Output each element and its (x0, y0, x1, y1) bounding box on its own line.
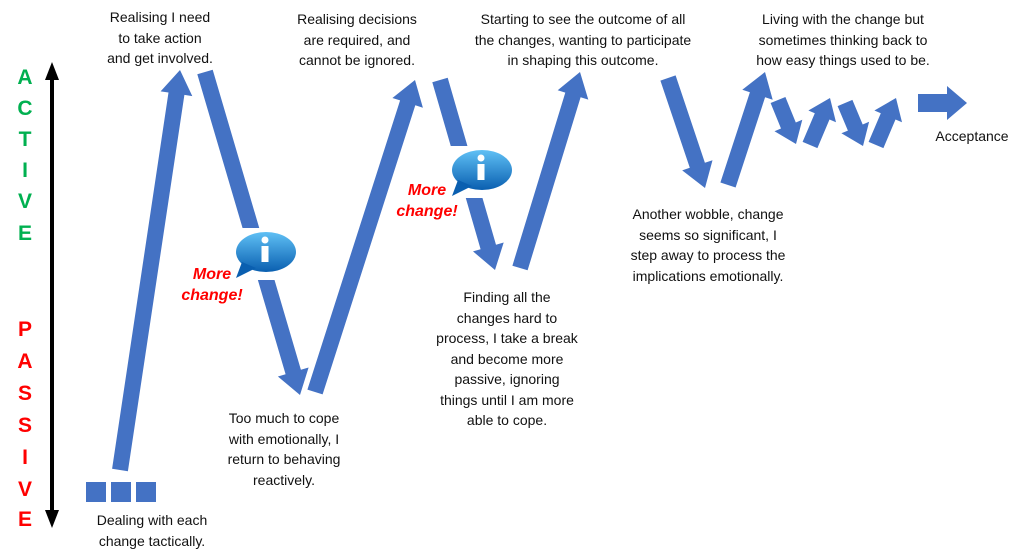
progress-arrow (770, 97, 803, 144)
tactical-square (136, 482, 156, 502)
tactical-square (86, 482, 106, 502)
stage-acceptance: Acceptance (935, 128, 1009, 144)
progress-arrow (307, 80, 423, 395)
info-bubble-2 (448, 146, 516, 198)
line: Realising I need (109, 9, 211, 25)
line: are required, and (303, 31, 411, 48)
passive-letter: E (17, 508, 32, 531)
change-text: change! (396, 203, 458, 220)
line: implications emotionally. (632, 267, 784, 284)
stage-wobble: Another wobble, change seems so signific… (631, 204, 786, 286)
passive-letter: S (17, 414, 32, 437)
progress-arrow (918, 86, 967, 120)
progress-arrow (837, 99, 870, 146)
progress-arrow (720, 72, 773, 188)
more-text: More (192, 266, 232, 283)
progress-arrow (660, 75, 713, 188)
passive-letter: A (17, 350, 33, 373)
change-text: change! (181, 287, 243, 304)
line: sometimes thinking back to (758, 31, 928, 48)
line: step away to process the (630, 247, 786, 263)
line: process, I take a break (436, 330, 578, 346)
more-text: More (407, 182, 447, 199)
progress-arrow (112, 70, 193, 472)
progress-arrow (868, 98, 902, 149)
line: in shaping this outcome. (507, 52, 659, 68)
active-letter: A (17, 66, 33, 89)
passive-letter: V (17, 478, 32, 501)
more-change-label-2: More change! (396, 180, 457, 222)
more-change-label-1: More change! (181, 264, 242, 306)
stage-outcome: Starting to see the outcome of all the c… (475, 9, 691, 71)
active-letter: C (17, 97, 33, 120)
stage-decisions: Realising decisions are required, and ca… (297, 9, 417, 71)
line: to take action (118, 29, 202, 46)
line: seems so significant, I (639, 226, 777, 243)
line: return to behaving (227, 451, 341, 467)
active-letter: T (18, 128, 32, 151)
line: Realising decisions (297, 11, 417, 27)
stage-living: Living with the change but sometimes thi… (756, 9, 930, 71)
line: changes hard to (456, 309, 558, 326)
info-speech-bubble-icon (236, 232, 296, 278)
line: able to cope. (466, 412, 548, 428)
progress-arrow (512, 72, 589, 271)
line: Dealing with each (96, 512, 208, 528)
line: Finding all the (463, 289, 551, 305)
line: and become more (450, 350, 564, 367)
line: and get involved. (107, 50, 213, 66)
stage-tactical: Dealing with each change tactically. (97, 510, 208, 551)
passive-letter: P (17, 318, 32, 341)
progress-arrow (802, 98, 836, 149)
stage-break: Finding all the changes hard to process,… (436, 287, 578, 431)
line: things until I am more (440, 391, 574, 408)
line: passive, ignoring (454, 371, 560, 387)
info-bubble-1 (232, 228, 300, 280)
line: with emotionally, I (228, 430, 340, 447)
active-letter: V (17, 190, 32, 213)
line: reactively. (253, 471, 315, 488)
line: Living with the change but (762, 11, 924, 27)
tactical-square (111, 482, 131, 502)
passive-letter: I (22, 446, 28, 469)
info-speech-bubble-icon (452, 150, 512, 196)
active-letter: I (22, 159, 28, 182)
stage-involved: Realising I need to take action and get … (107, 7, 213, 69)
line: the changes, wanting to participate (474, 31, 692, 48)
active-letter: E (17, 222, 32, 245)
line: Starting to see the outcome of all (480, 11, 686, 27)
passive-letter: S (17, 382, 32, 405)
active-passive-axis (45, 62, 59, 528)
line: cannot be ignored. (299, 52, 415, 68)
line: change tactically. (98, 532, 206, 549)
stage-reactive: Too much to cope with emotionally, I ret… (228, 408, 341, 490)
line: Another wobble, change (632, 206, 784, 222)
line: Too much to cope (228, 410, 340, 426)
line: how easy things used to be. (756, 52, 930, 68)
